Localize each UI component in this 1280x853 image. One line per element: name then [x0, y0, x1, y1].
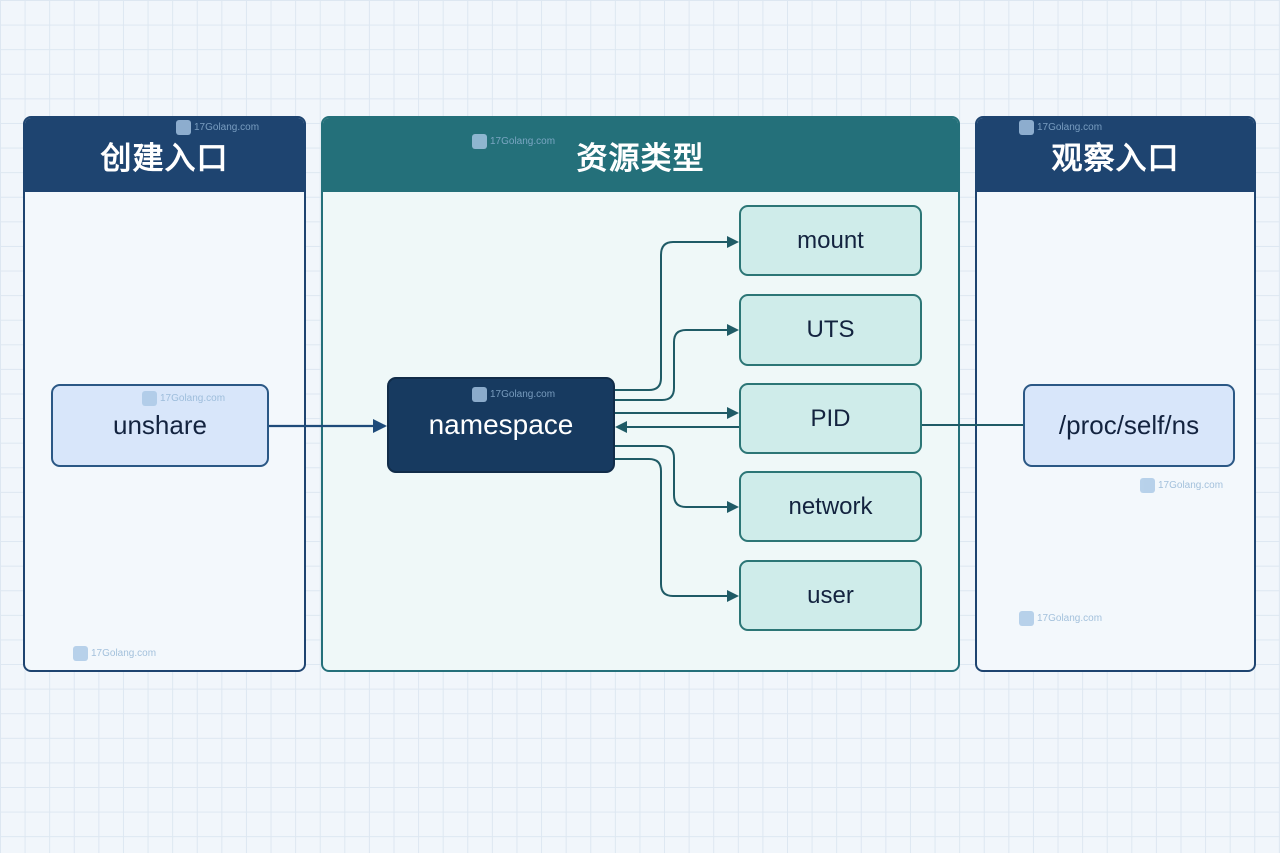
watermark-text: 17Golang.com: [1037, 613, 1103, 624]
watermark-logo-icon: [142, 391, 157, 406]
watermark-text: 17Golang.com: [160, 393, 226, 404]
watermark: 17Golang.com: [73, 646, 156, 661]
watermark: 17Golang.com: [1140, 478, 1223, 493]
watermark-logo-icon: [1019, 611, 1034, 626]
watermark-text: 17Golang.com: [194, 122, 260, 133]
watermark: 17Golang.com: [472, 387, 555, 402]
watermark-logo-icon: [176, 120, 191, 135]
watermark: 17Golang.com: [176, 120, 259, 135]
resource-types-title: 资源类型: [323, 118, 958, 192]
watermark-logo-icon: [1140, 478, 1155, 493]
watermark: 17Golang.com: [1019, 611, 1102, 626]
watermark-text: 17Golang.com: [1158, 480, 1224, 491]
watermark-logo-icon: [472, 134, 487, 149]
watermark: 17Golang.com: [472, 134, 555, 149]
create-entry-title: 创建入口: [25, 118, 304, 192]
pid-node: PID: [739, 383, 922, 454]
watermark-logo-icon: [73, 646, 88, 661]
watermark-text: 17Golang.com: [490, 389, 556, 400]
uts-node: UTS: [739, 294, 922, 366]
user-node: user: [739, 560, 922, 631]
network-node: network: [739, 471, 922, 542]
unshare-node: unshare: [51, 384, 269, 467]
proc-self-ns-node: /proc/self/ns: [1023, 384, 1235, 467]
namespace-node: namespace: [387, 377, 615, 473]
watermark: 17Golang.com: [142, 391, 225, 406]
watermark-logo-icon: [472, 387, 487, 402]
mount-node: mount: [739, 205, 922, 276]
watermark-text: 17Golang.com: [1037, 122, 1103, 133]
watermark-text: 17Golang.com: [91, 648, 157, 659]
watermark: 17Golang.com: [1019, 120, 1102, 135]
watermark-logo-icon: [1019, 120, 1034, 135]
watermark-text: 17Golang.com: [490, 136, 556, 147]
